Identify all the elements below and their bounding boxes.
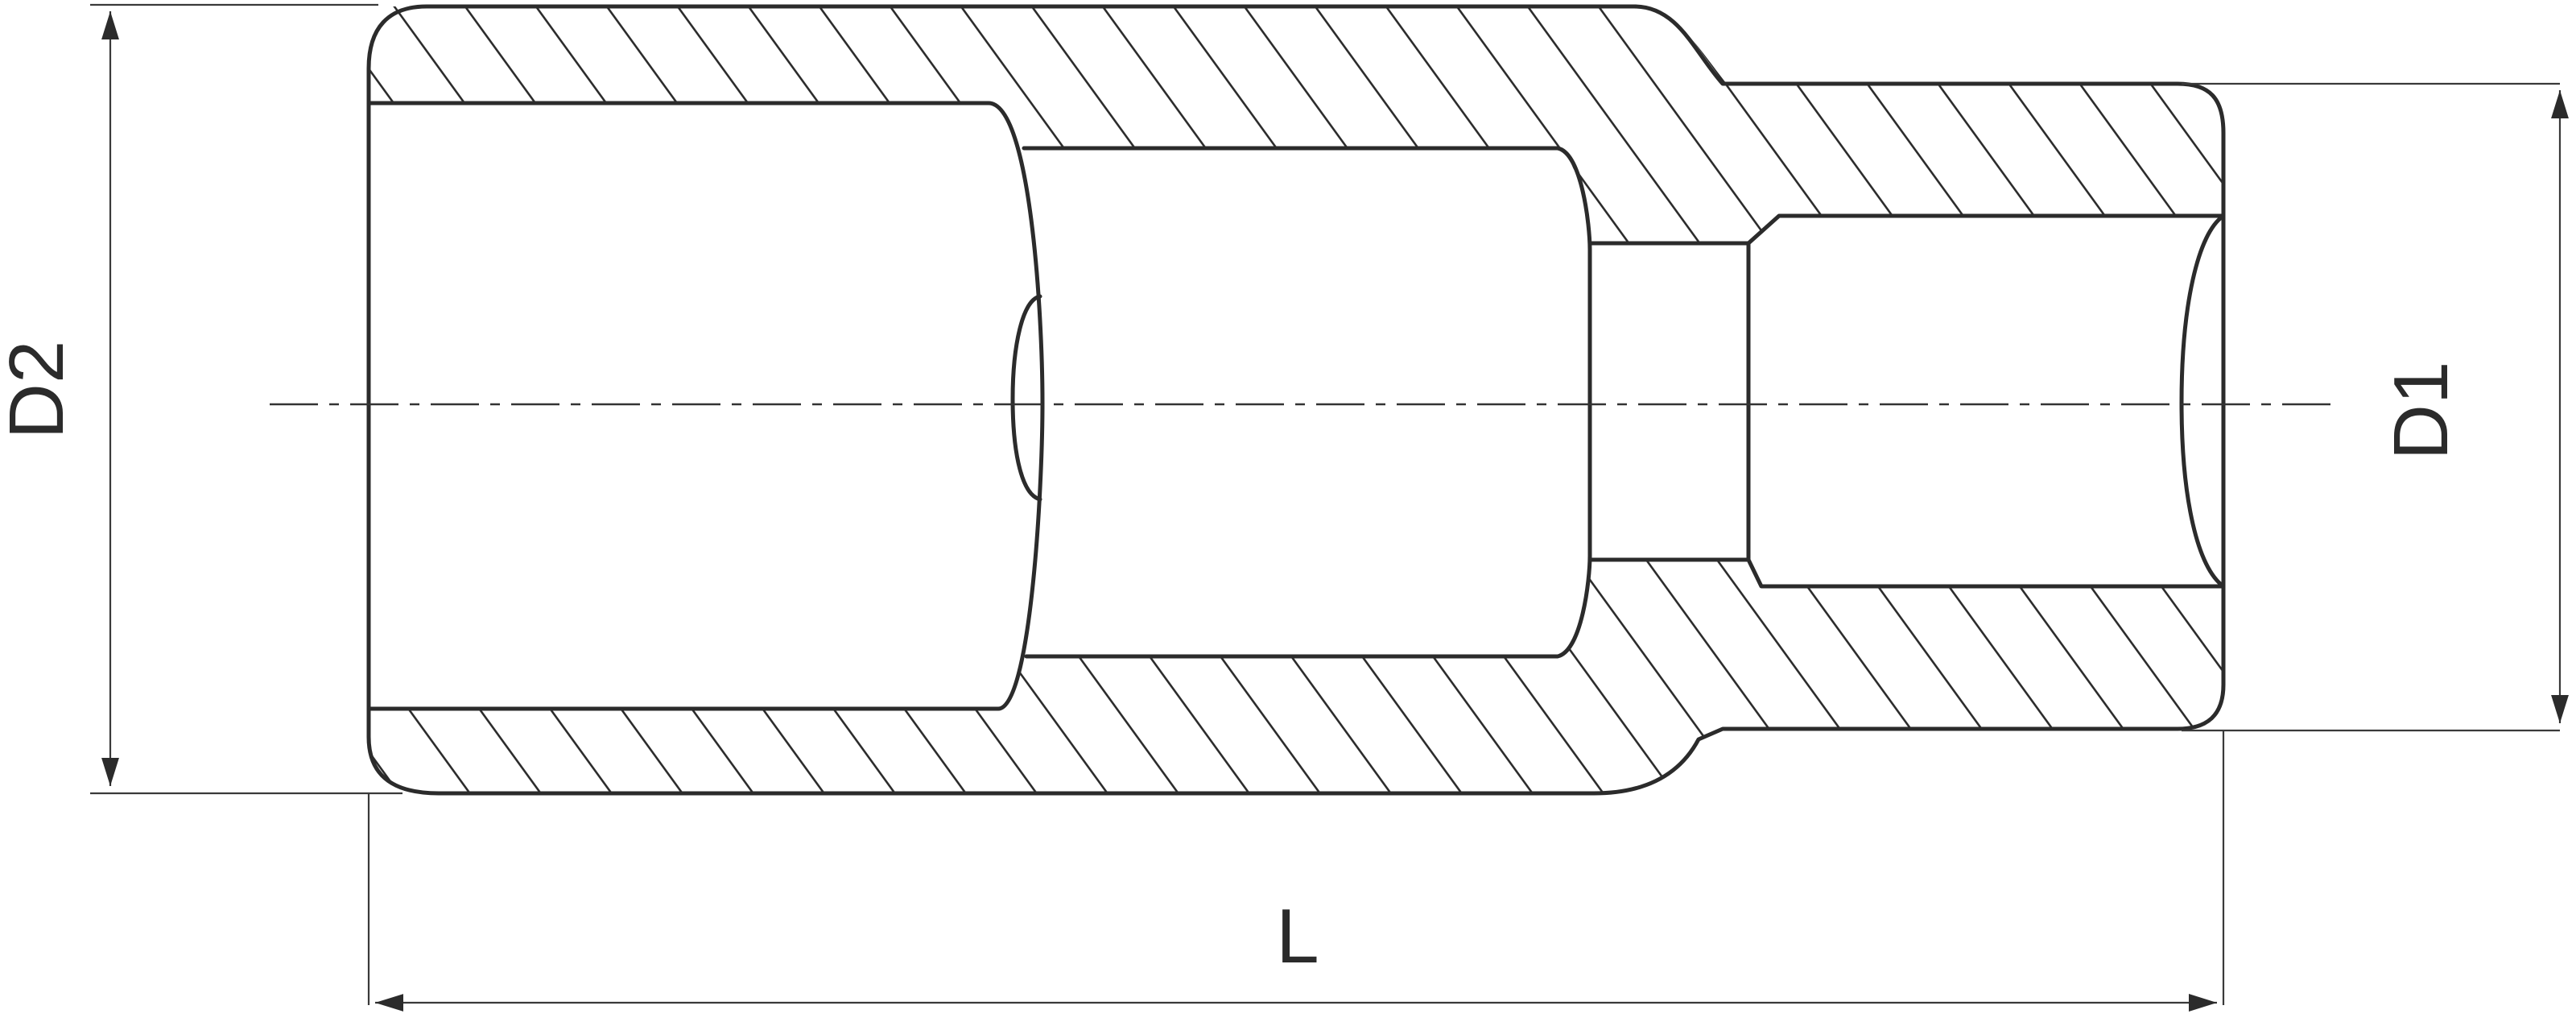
hatched-wall-top [369,6,2223,243]
large-bore [366,101,1045,711]
step-bore [1022,146,1592,659]
label-d1: D1 [2378,362,2464,461]
hatched-wall-bottom [369,560,2223,793]
small-bore [1746,213,2226,589]
neck-bore [1587,241,1751,562]
outer-profile [366,4,2226,796]
bore-groove [1010,294,1042,502]
label-l: L [1276,893,1319,979]
small-bore-chamfer [2179,213,2226,589]
label-d2: D2 [0,341,80,440]
